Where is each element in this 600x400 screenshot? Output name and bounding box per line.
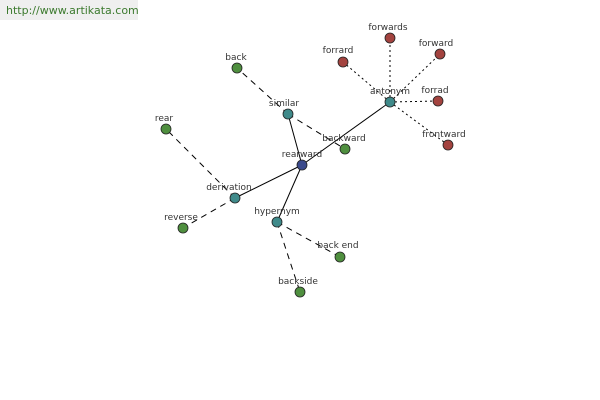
- node-label-forrad: forrad: [421, 86, 448, 96]
- node-backside[interactable]: [294, 286, 306, 298]
- edge-hypernym-backside: [276, 221, 301, 293]
- url-banner: http://www.artikata.com: [0, 0, 139, 20]
- node-label-reverse: reverse: [164, 213, 198, 223]
- node-similar[interactable]: [282, 108, 294, 120]
- node-label-forrard: forrard: [323, 46, 354, 56]
- node-label-antonym: antonym: [370, 87, 410, 97]
- edge-antonym-frontward: [389, 101, 449, 146]
- source-url: http://www.artikata.com: [6, 4, 139, 17]
- node-forrard[interactable]: [337, 56, 349, 68]
- edge-antonym-forrard: [342, 61, 391, 103]
- node-label-derivation: derivation: [206, 183, 252, 193]
- node-label-back-end: back end: [317, 241, 358, 251]
- node-label-forward: forward: [419, 39, 454, 49]
- node-label-hypernym: hypernym: [254, 207, 300, 217]
- node-forrad[interactable]: [432, 95, 444, 107]
- node-antonym[interactable]: [384, 96, 396, 108]
- edge-rearward-derivation: [234, 164, 303, 199]
- node-back-end[interactable]: [334, 251, 346, 263]
- node-label-backward: backward: [322, 134, 366, 144]
- edge-derivation-rear: [165, 128, 236, 199]
- node-label-rearward: rearward: [282, 150, 322, 160]
- edge-antonym-forward: [389, 53, 441, 103]
- edge-antonym-forrad: [389, 100, 439, 103]
- node-label-frontward: frontward: [422, 130, 466, 140]
- node-reverse[interactable]: [177, 222, 189, 234]
- node-backward[interactable]: [339, 143, 351, 155]
- node-back[interactable]: [231, 62, 243, 74]
- node-label-back: back: [225, 53, 247, 63]
- node-label-rear: rear: [155, 114, 174, 124]
- node-forward[interactable]: [434, 48, 446, 60]
- node-label-backside: backside: [278, 277, 318, 287]
- node-label-forwards: forwards: [368, 23, 408, 33]
- edge-rearward-similar: [287, 113, 303, 166]
- node-frontward[interactable]: [442, 139, 454, 151]
- node-rear[interactable]: [160, 123, 172, 135]
- edge-similar-back: [236, 67, 289, 115]
- node-hypernym[interactable]: [271, 216, 283, 228]
- edge-rearward-antonym: [301, 101, 391, 166]
- edge-rearward-hypernym: [276, 164, 303, 223]
- node-forwards[interactable]: [384, 32, 396, 44]
- edge-hypernym-back-end: [276, 221, 341, 258]
- edge-similar-backward: [287, 113, 346, 150]
- node-derivation[interactable]: [229, 192, 241, 204]
- node-label-similar: similar: [269, 99, 299, 109]
- node-rearward[interactable]: [296, 159, 308, 171]
